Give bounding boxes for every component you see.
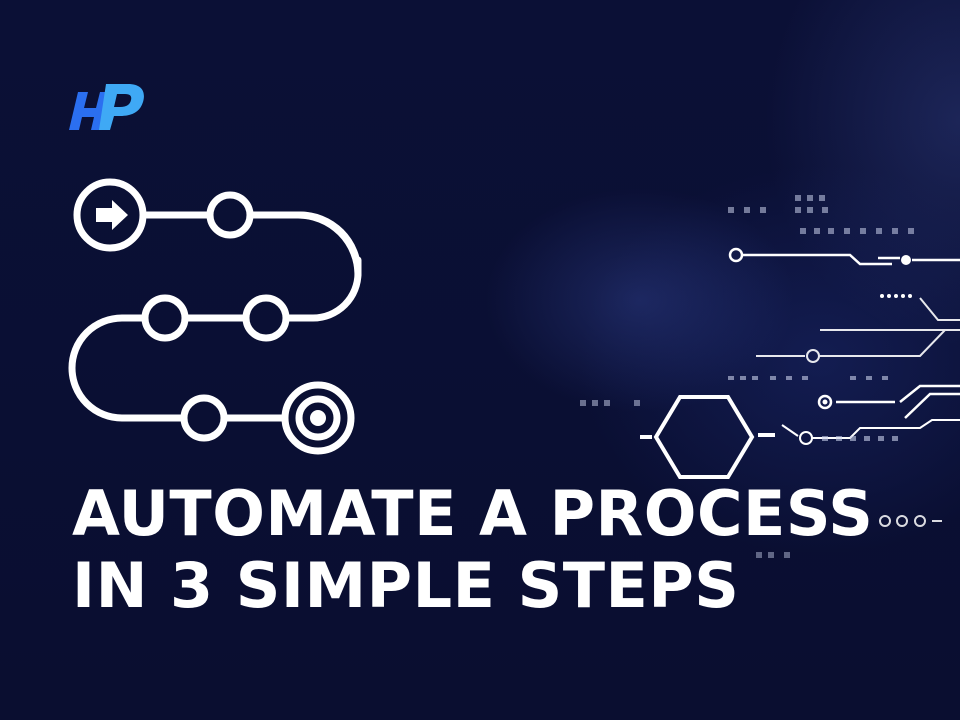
process-roadmap-icon <box>68 178 362 455</box>
headline: AUTOMATE A PROCESS IN 3 SIMPLE STEPS <box>72 478 873 622</box>
headline-line-1: AUTOMATE A PROCESS <box>72 477 874 550</box>
start-node <box>73 178 147 252</box>
target-icon <box>310 410 326 426</box>
headline-line-2: IN 3 SIMPLE STEPS <box>72 549 740 622</box>
arrow-right-icon <box>96 200 128 230</box>
circuit-board-graphic <box>580 195 960 558</box>
hp-monogram-logo <box>69 84 144 130</box>
